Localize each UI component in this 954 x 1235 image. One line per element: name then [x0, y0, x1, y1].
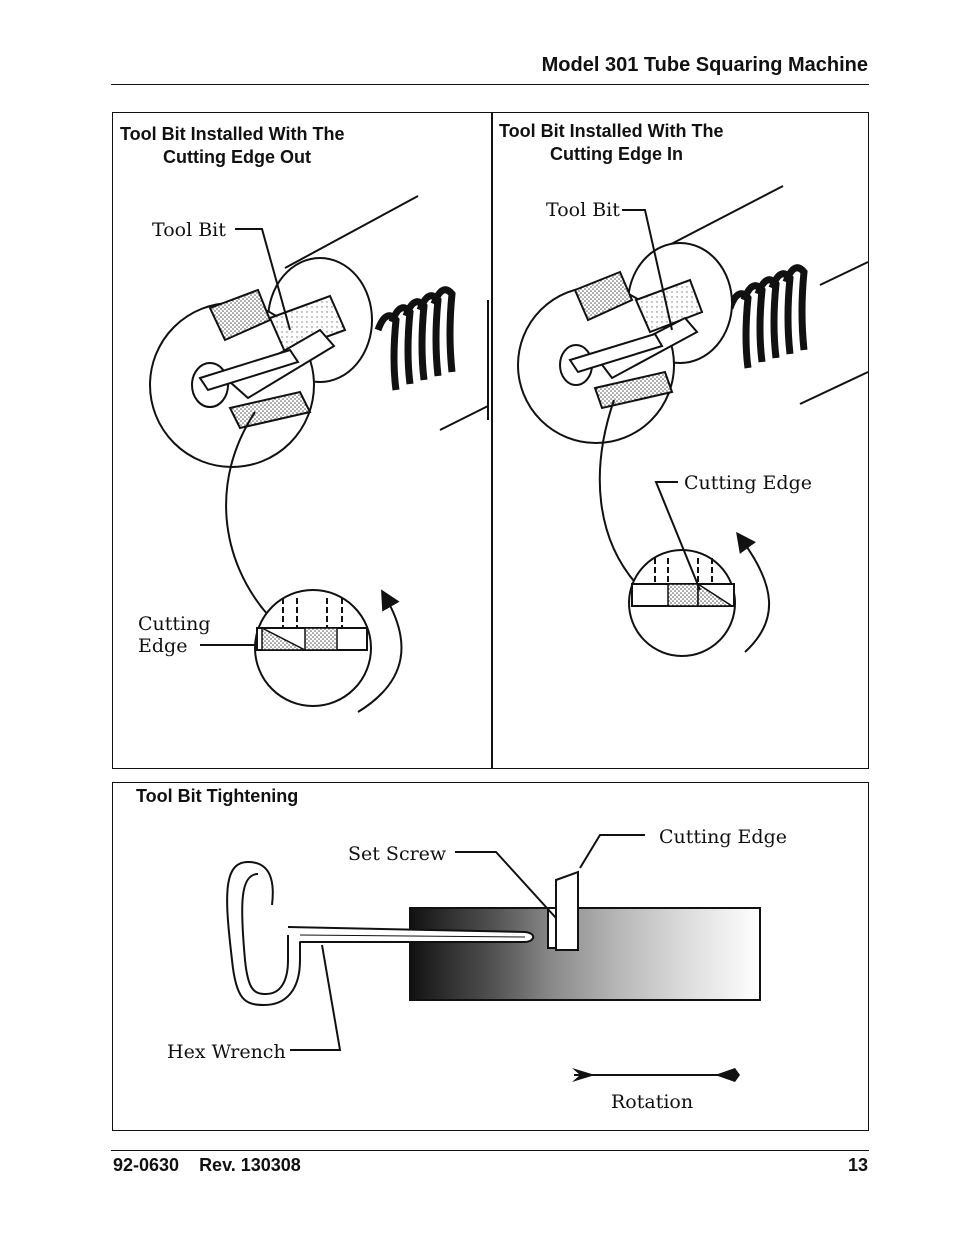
left-caption-line2: Cutting Edge Out	[163, 147, 311, 167]
bottom-caption: Tool Bit Tightening	[136, 786, 299, 806]
left-tool-bit-label: Tool Bit	[152, 219, 226, 241]
figure-panel-tool-bit-tightening	[112, 782, 869, 1131]
right-tool-bit-label: Tool Bit	[546, 199, 620, 221]
left-cutting-label-line1: Cutting	[138, 613, 211, 635]
page-header-title: Model 301 Tube Squaring Machine	[541, 54, 868, 76]
right-caption-line1: Tool Bit Installed With The	[499, 121, 724, 141]
left-cutting-label-line2: Edge	[138, 635, 187, 657]
right-caption-line2: Cutting Edge In	[550, 144, 683, 164]
footer-doc-number: 92-0630 Rev. 130308	[113, 1155, 301, 1175]
right-tool-diagram	[517, 185, 869, 657]
left-caption-line1: Tool Bit Installed With The	[120, 124, 345, 144]
footer-page-number: 13	[847, 1155, 868, 1175]
left-tool-diagram	[149, 195, 489, 713]
bottom-tightening-diagram	[226, 834, 761, 1082]
set-screw-label: Set Screw	[348, 843, 447, 865]
figure-panel-cutting-edge-out	[112, 112, 493, 769]
rotation-label: Rotation	[611, 1091, 693, 1113]
figure-panel-cutting-edge-in	[491, 112, 869, 769]
bottom-cutting-edge-label: Cutting Edge	[659, 826, 787, 848]
header-rule	[111, 84, 869, 85]
right-cutting-edge-label: Cutting Edge	[684, 472, 812, 494]
footer-rule	[111, 1150, 869, 1151]
hex-wrench-label: Hex Wrench	[167, 1041, 286, 1063]
